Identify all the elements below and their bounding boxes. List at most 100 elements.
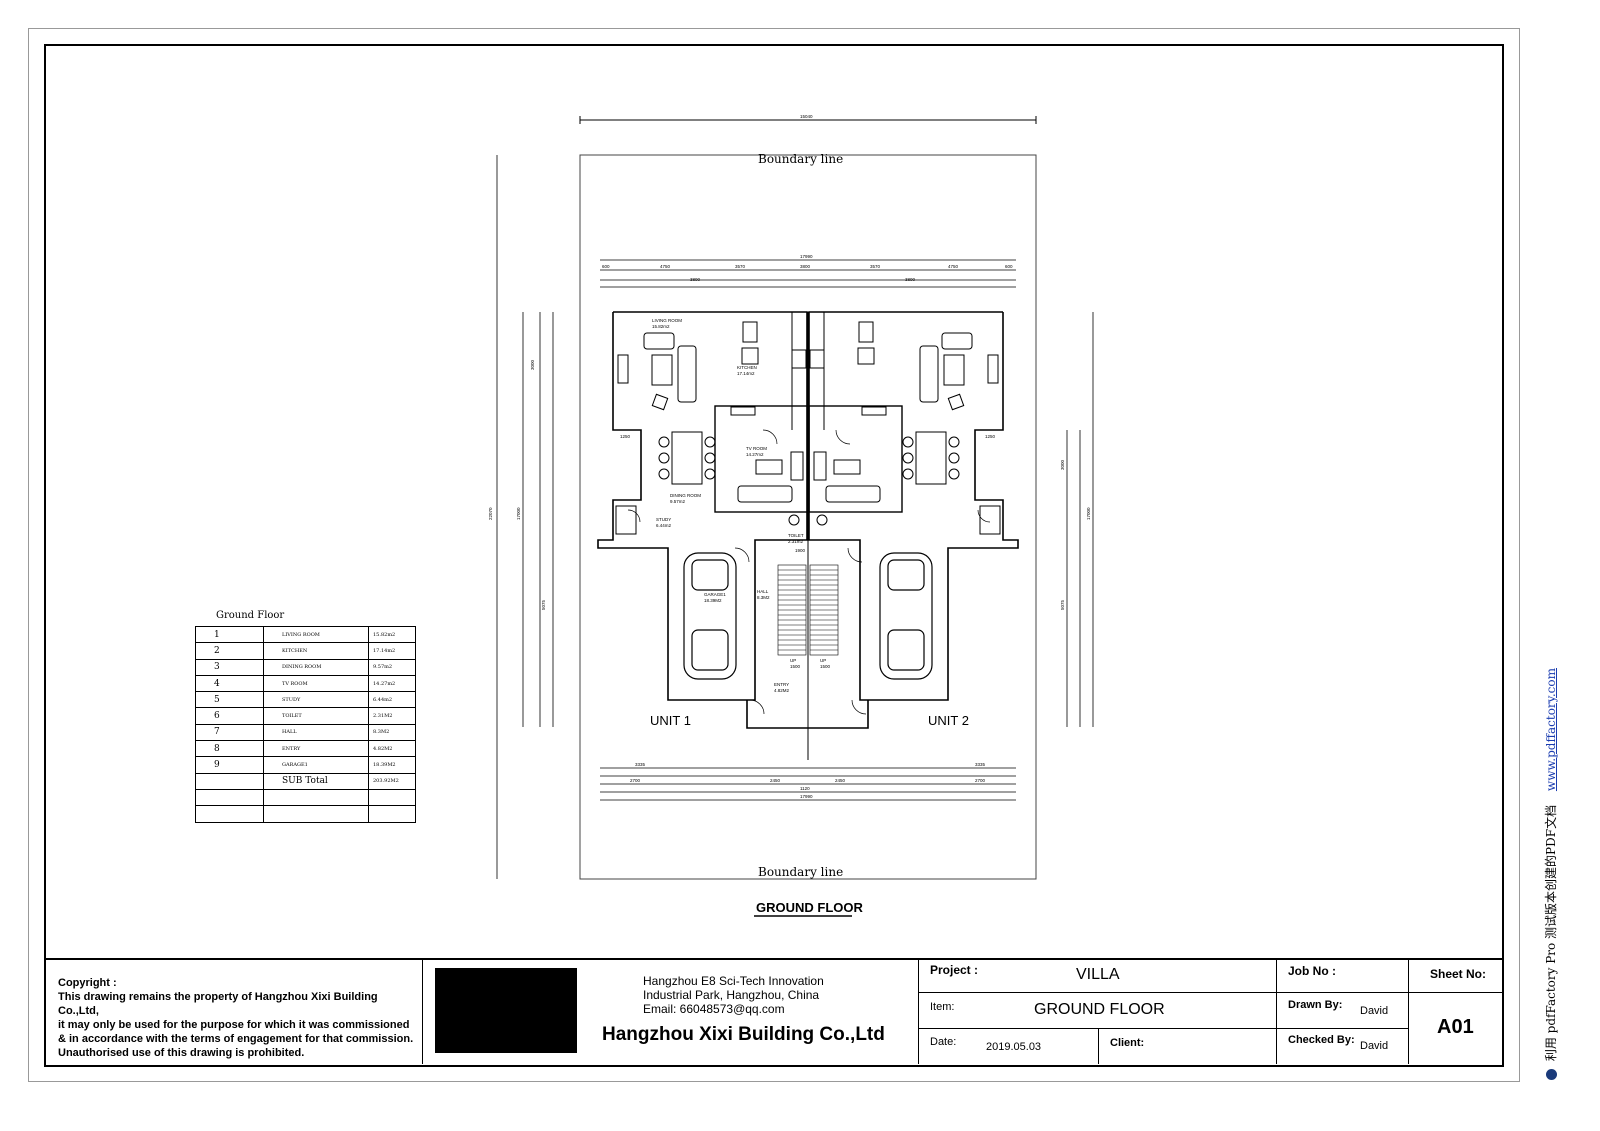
dim-text: 3800: [690, 277, 701, 282]
dim-text: 1120: [800, 786, 810, 791]
dim-text: 17990: [800, 794, 813, 799]
dim-text: 1900: [795, 548, 806, 553]
watermark-link[interactable]: www.pdffactory.com: [1544, 668, 1558, 792]
schedule-number: 8: [195, 740, 264, 758]
schedule-number: 7: [195, 723, 264, 742]
dim-text: 3570: [870, 264, 881, 269]
tv-room-sofas: [730, 406, 887, 503]
dim-text: 1500: [790, 664, 801, 669]
dim-text: 3335: [975, 762, 986, 767]
schedule-number: 4: [195, 674, 264, 693]
copyright-line: & in accordance with the terms of engage…: [58, 1033, 414, 1045]
schedule-area: 8.3M2: [368, 723, 416, 742]
schedule-room: KITCHEN: [263, 642, 369, 660]
date-value: 2019.05.03: [986, 1041, 1042, 1053]
schedule-number: 3: [195, 658, 264, 676]
checked-by-label: Checked By:: [1288, 1034, 1355, 1046]
schedule-area: 17.14m2: [368, 642, 416, 660]
schedule-row: [195, 788, 416, 807]
dim-text: 3570: [735, 264, 746, 269]
schedule-area: 6.44m2: [368, 691, 416, 709]
unit2-dining-table: [902, 431, 960, 485]
schedule-room: GARAGE1: [263, 756, 369, 774]
unit1-living-sofas: [617, 332, 697, 411]
drawn-by-value: David: [1360, 1005, 1389, 1017]
unit2-study-desk: [979, 505, 1001, 535]
dim-text: 22070: [488, 507, 493, 520]
room-area-living: 15.82m2: [652, 324, 670, 329]
dim-text: 1250: [985, 434, 996, 439]
stairs: [777, 564, 839, 656]
copyright-line: Unauthorised use of this drawing is proh…: [58, 1047, 305, 1059]
sheet-outer-border: [28, 28, 1520, 1082]
project-label: Project :: [930, 963, 979, 977]
room-area-entry: 4.82M2: [774, 688, 790, 693]
schedule-area: 14.27m2: [368, 674, 416, 693]
dim-text: 17990: [800, 254, 813, 259]
schedule-number: [195, 805, 264, 823]
dim-text: 3335: [635, 762, 646, 767]
unit2-toilet-basin: [816, 514, 828, 526]
dim-text: 3800: [800, 264, 811, 269]
project-value: VILLA: [1076, 966, 1120, 983]
watermark-icon: [1546, 1069, 1557, 1080]
company-name: Hangzhou Xixi Building Co.,Ltd: [602, 1024, 885, 1045]
dim-text: 5075: [541, 599, 546, 610]
company-address-line: Industrial Park, Hangzhou, China: [643, 988, 820, 1002]
company-address-line: Hangzhou E8 Sci-Tech Innovation: [643, 974, 824, 988]
copyright-heading: Copyright :: [58, 977, 117, 989]
title-block: [44, 958, 1502, 1066]
schedule-room: HALL: [263, 723, 369, 742]
company-email: Email: 66048573@qq.com: [643, 1002, 785, 1016]
item-value: GROUND FLOOR: [1034, 1001, 1165, 1018]
room-area-tv: 14.27m2: [746, 452, 764, 457]
boundary-rectangle: [579, 154, 1037, 880]
room-label-entry: ENTRY: [774, 682, 789, 687]
unit1-dining-table: [658, 431, 716, 485]
unit2-living-sofas: [919, 332, 999, 411]
dim-text: 1500: [820, 664, 831, 669]
room-label-hall: HALL: [757, 589, 769, 594]
dim-text: 17000: [1086, 507, 1091, 520]
dim-text: 3000: [1060, 459, 1065, 470]
schedule-area: 18.39M2: [368, 756, 416, 774]
unit1-label: UNIT 1: [650, 713, 691, 728]
schedule-room: TV ROOM: [263, 674, 369, 693]
room-area-dining: 9.57m2: [670, 499, 686, 504]
room-area-kitchen: 17.14m2: [737, 371, 755, 376]
dim-text: 1250: [620, 434, 631, 439]
room-label-tv: TV ROOM: [746, 446, 767, 451]
unit2-walls: [808, 311, 1019, 729]
schedule-area: 203.92M2: [368, 772, 416, 790]
dim-text: 2700: [630, 778, 641, 783]
room-area-toilet: 2.31m2: [788, 539, 804, 544]
unit2-tv-room: [808, 405, 903, 513]
boundary-label-bottom: Boundary line: [758, 865, 843, 879]
dim-text: 17000: [516, 507, 521, 520]
schedule-title: Ground Floor: [216, 610, 285, 621]
schedule-room: [263, 805, 369, 823]
stair-up-label: UP: [790, 658, 796, 663]
unit2-label: UNIT 2: [928, 713, 969, 728]
date-label: Date:: [930, 1036, 957, 1048]
schedule-row: [195, 805, 416, 823]
schedule-room: SUB Total: [263, 772, 369, 790]
schedule-area: [368, 788, 416, 807]
schedule-room: STUDY: [263, 691, 369, 709]
dim-text: 2450: [835, 778, 846, 783]
schedule-area: 9.57m2: [368, 658, 416, 676]
sheet-no-label: Sheet No:: [1430, 967, 1487, 981]
drawn-by-label: Drawn By:: [1288, 999, 1343, 1011]
schedule-number: 1: [195, 625, 264, 644]
room-label-study: STUDY: [656, 517, 671, 522]
boundary-label-top: Boundary line: [758, 152, 843, 166]
dim-text: 3800: [905, 277, 916, 282]
room-area-hall: 8.3M2: [757, 595, 770, 600]
